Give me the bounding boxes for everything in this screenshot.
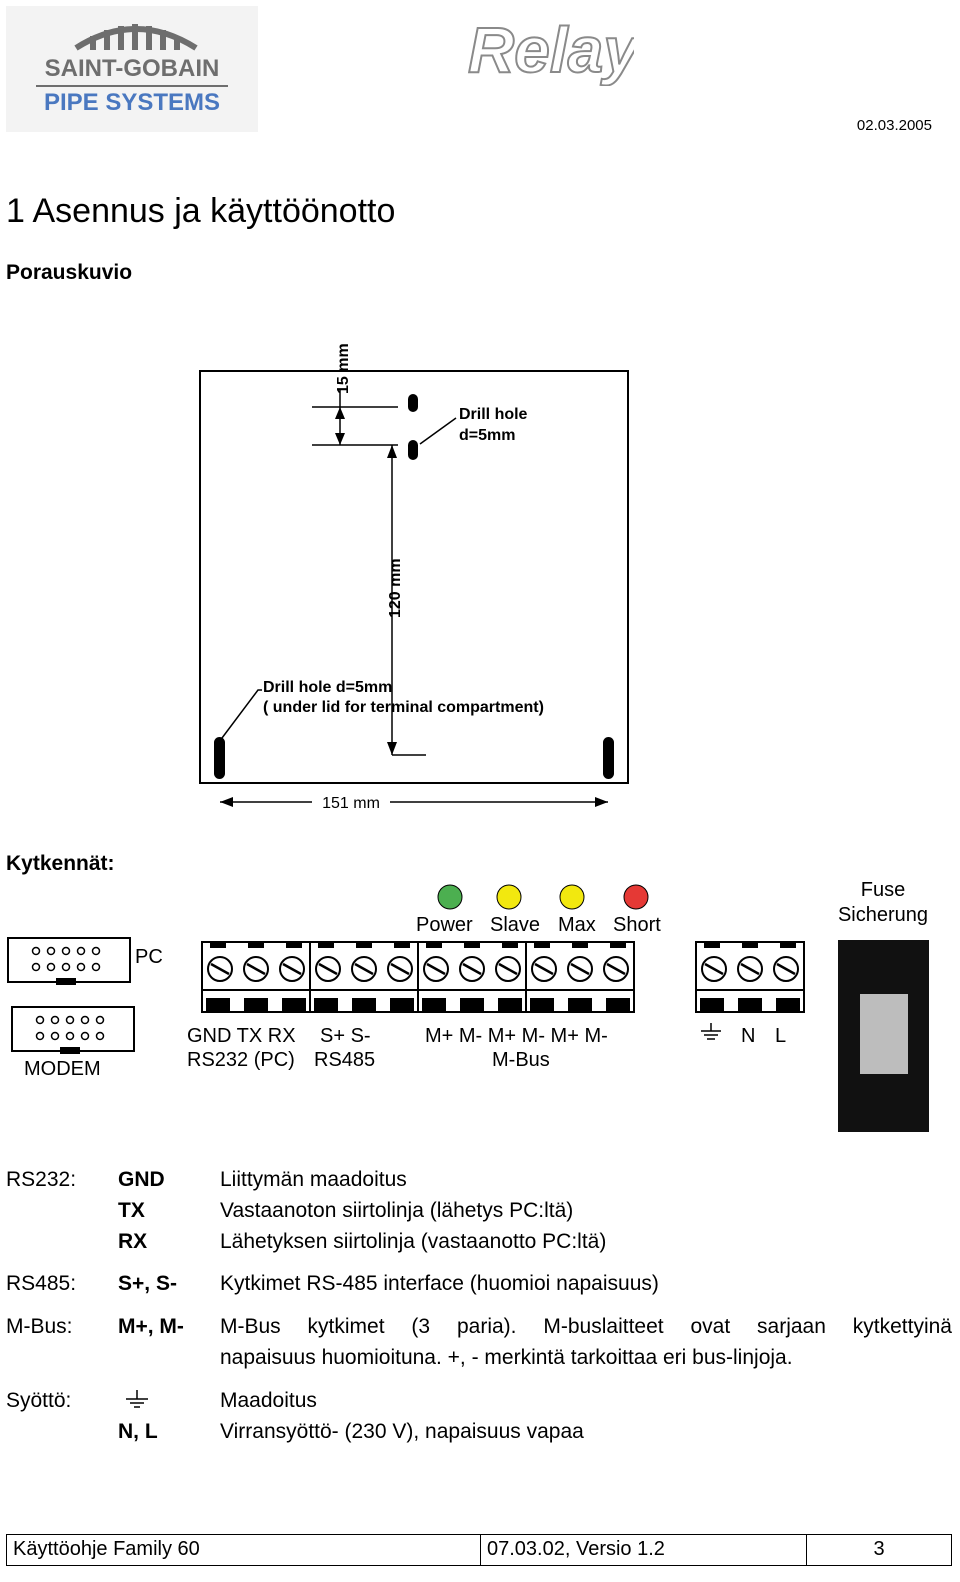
connections-diagram: PC MODEM Power Slave Max Short GND TX RX… bbox=[7, 879, 929, 1132]
fuse bbox=[860, 994, 908, 1074]
m-term: M+, M- bbox=[118, 1315, 184, 1338]
drill-hole-bottom-left bbox=[214, 737, 225, 779]
dim-vertical-label: 120 mm bbox=[387, 558, 404, 618]
led-slave bbox=[496, 884, 522, 910]
connections-heading: Kytkennät: bbox=[6, 852, 115, 875]
mbus-row-label: M-Bus: bbox=[6, 1315, 73, 1338]
tx-term: TX bbox=[118, 1199, 145, 1222]
led-slave-label: Slave bbox=[490, 914, 540, 936]
led-power bbox=[437, 884, 463, 910]
rs485-label: RS485 bbox=[314, 1049, 375, 1071]
power-l-label: L bbox=[775, 1025, 786, 1047]
led-power-label: Power bbox=[416, 914, 473, 936]
drill-hole-top-upper bbox=[408, 394, 418, 412]
supply-row-label: Syöttö: bbox=[6, 1389, 72, 1412]
drill-hole-bottom-line2: ( under lid for terminal compartment) bbox=[263, 699, 544, 716]
rx-desc: Lähetyksen siirtolinja (vastaanotto PC:l… bbox=[220, 1230, 607, 1253]
nl-desc: Virransyöttö- (230 V), napaisuus vapaa bbox=[220, 1420, 584, 1443]
footer-page-number: 3 bbox=[873, 1538, 885, 1560]
modem-label: MODEM bbox=[24, 1058, 101, 1080]
section-title: 1 Asennus ja käyttöönotto bbox=[6, 192, 396, 230]
pc-label: PC bbox=[135, 946, 163, 968]
page-footer: Käyttöohje Family 60 07.03.02, Versio 1.… bbox=[6, 1534, 952, 1566]
led-max-label: Max bbox=[558, 914, 596, 936]
s-desc: Kytkimet RS-485 interface (huomioi napai… bbox=[220, 1272, 659, 1295]
rs232-pins: GND TX RX bbox=[187, 1025, 296, 1047]
terminal-block-rs232 bbox=[202, 942, 310, 1012]
pc-connector bbox=[7, 937, 131, 983]
relay-logo: Relay bbox=[467, 13, 634, 86]
mbus-pins: M+ M- M+ M- M+ M- bbox=[425, 1025, 608, 1047]
m-desc-line2: napaisuus huomioituna. +, - merkintä tar… bbox=[220, 1346, 793, 1369]
gnd-term: GND bbox=[118, 1168, 165, 1191]
terminal-block-mbus-1 bbox=[418, 942, 526, 1012]
modem-connector bbox=[11, 1006, 135, 1052]
fuse-label-line1: Fuse bbox=[861, 879, 905, 901]
mbus-label: M-Bus bbox=[492, 1049, 550, 1071]
footer-version: 07.03.02, Versio 1.2 bbox=[481, 1535, 807, 1565]
relay-logo-text: Relay bbox=[468, 14, 634, 86]
led-short-label: Short bbox=[613, 914, 661, 936]
power-n-label: N bbox=[741, 1025, 755, 1047]
company-line2: PIPE SYSTEMS bbox=[44, 89, 220, 116]
drill-hole-bottom-right bbox=[603, 737, 614, 779]
terminal-block-power bbox=[696, 942, 804, 1012]
rs232-label: RS232 (PC) bbox=[187, 1049, 295, 1071]
footer-doc-title: Käyttöohje Family 60 bbox=[7, 1535, 481, 1565]
ground-symbol-icon bbox=[126, 1390, 148, 1408]
gnd-desc: Liittymän maadoitus bbox=[220, 1168, 407, 1191]
terminal-block-mbus-2 bbox=[526, 942, 634, 1012]
device-outline bbox=[199, 370, 629, 784]
s-term: S+, S- bbox=[118, 1272, 177, 1295]
document-date: 02.03.2005 bbox=[856, 117, 932, 134]
ground-icon bbox=[701, 1023, 721, 1040]
company-line1: SAINT-GOBAIN bbox=[45, 55, 220, 82]
drill-hole-top-line2: d=5mm bbox=[459, 427, 515, 444]
rs485-pins: S+ S- bbox=[320, 1025, 371, 1047]
drill-hole-top bbox=[408, 440, 418, 460]
saint-gobain-logo: SAINT-GOBAIN PIPE SYSTEMS bbox=[6, 6, 258, 132]
saint-gobain-logo-graphic: SAINT-GOBAIN PIPE SYSTEMS bbox=[36, 24, 228, 116]
section-subtitle: Porauskuvio bbox=[6, 261, 133, 284]
m-desc-line1: M-Bus kytkimet (3 paria). M-buslaitteet … bbox=[220, 1315, 952, 1338]
dim-top-label: 15 mm bbox=[335, 343, 352, 394]
ground-desc: Maadoitus bbox=[220, 1389, 317, 1412]
rs232-row-label: RS232: bbox=[6, 1168, 77, 1191]
nl-term: N, L bbox=[118, 1420, 158, 1443]
drill-hole-top-line1: Drill hole bbox=[459, 406, 528, 423]
terminal-block-rs485 bbox=[310, 942, 418, 1012]
rx-term: RX bbox=[118, 1230, 148, 1253]
drilling-diagram: 15 mm 120 mm Drill hole d=5mm Drill hole… bbox=[199, 343, 629, 812]
fuse-label-line2: Sicherung bbox=[838, 904, 928, 926]
led-short bbox=[623, 884, 649, 910]
drill-hole-bottom-line1: Drill hole d=5mm bbox=[263, 679, 392, 696]
led-max bbox=[559, 884, 585, 910]
rs485-row-label: RS485: bbox=[6, 1272, 77, 1295]
tx-desc: Vastaanoton siirtolinja (lähetys PC:ltä) bbox=[220, 1199, 574, 1222]
dim-width-label: 151 mm bbox=[322, 795, 380, 812]
